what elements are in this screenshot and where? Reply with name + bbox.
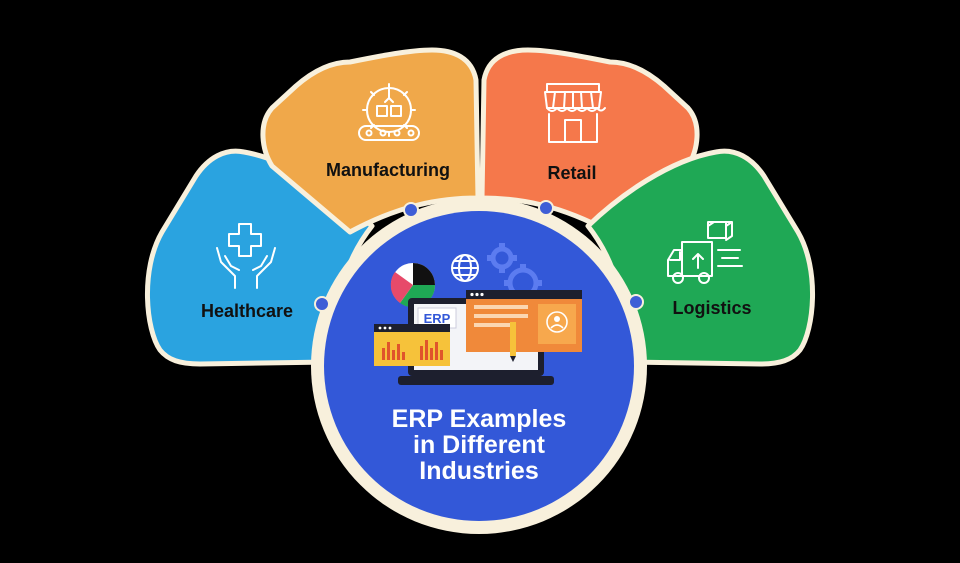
globe-icon	[451, 254, 479, 282]
delivery-truck-icon	[667, 221, 743, 284]
bar-chart-window-icon	[374, 324, 450, 366]
center-title: ERP Examples in Different Industries	[392, 405, 567, 485]
center-title-line-1: ERP Examples	[392, 405, 567, 433]
erp-screen-label: ERP	[424, 311, 451, 326]
storefront-icon	[544, 83, 606, 143]
connector-dot-logistics	[628, 294, 644, 310]
hands-medical-cross-icon	[216, 223, 276, 289]
industry-label-logistics: Logistics	[672, 298, 751, 318]
connector-dots	[314, 200, 644, 312]
dashboard-window-icon	[466, 290, 582, 362]
connector-dot-retail	[538, 200, 554, 216]
center-title-line-2: in Different	[413, 431, 546, 459]
connector-dot-manufacturing	[403, 202, 419, 218]
petal-manufacturing: Manufacturing	[260, 47, 481, 235]
erp-illustration: ERP	[374, 243, 582, 385]
industry-label-manufacturing: Manufacturing	[326, 160, 450, 180]
industry-label-healthcare: Healthcare	[201, 301, 293, 321]
center-title-line-3: Industries	[419, 457, 538, 485]
connector-dot-healthcare	[314, 296, 330, 312]
industry-label-retail: Retail	[547, 163, 596, 183]
factory-conveyor-gear-icon	[358, 83, 420, 141]
petal-logistics: Logistics	[585, 148, 815, 367]
